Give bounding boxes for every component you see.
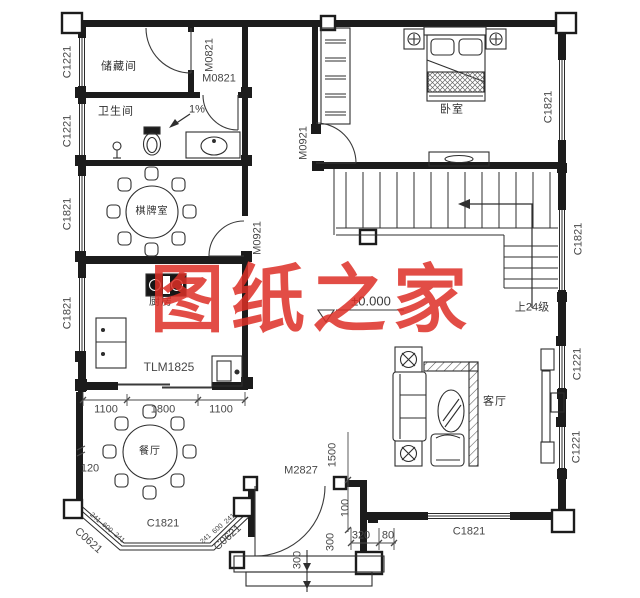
window-bottom-group [428, 512, 510, 520]
stove-icon [145, 273, 187, 297]
slope-arrow-icon [169, 113, 191, 128]
door-entry [254, 485, 326, 557]
bathroom-fixtures [112, 113, 241, 159]
door-chess [208, 220, 245, 257]
door-bathroom [202, 94, 239, 131]
living-room-furniture [392, 346, 565, 467]
toilet-icon [142, 126, 162, 156]
chess-table-icon [106, 166, 197, 257]
rug-icon [437, 389, 465, 433]
level-marker-icon [316, 309, 404, 323]
dimension-lines [76, 392, 398, 550]
fridge-icon [95, 317, 127, 369]
side-table-icon-2 [394, 440, 423, 467]
door-storage [145, 27, 192, 74]
stairs-direction-arrow [458, 199, 533, 308]
armchair-icon [430, 433, 465, 467]
dining-table-icon [102, 404, 197, 500]
screen-wall-right [468, 361, 479, 467]
nightstand-icon-2 [485, 28, 507, 50]
wardrobe-icon [320, 27, 351, 125]
door-bedroom [315, 122, 357, 164]
side-table-icon [394, 346, 423, 373]
floor-drain-icon [112, 141, 122, 159]
door-kitchen-sliding [118, 383, 212, 389]
kitchen-fixtures [95, 273, 243, 387]
tv-cabinet-icon [428, 151, 490, 167]
bed-icon [423, 26, 487, 102]
bay-window [73, 502, 254, 551]
sofa-icon [392, 371, 427, 442]
sink-icon [185, 131, 241, 159]
windows [73, 38, 566, 551]
window-left-group [78, 38, 86, 352]
tv-wall-icon [540, 348, 565, 464]
bedroom-furniture [320, 26, 507, 167]
columns [60, 11, 578, 576]
entry-steps-icon [233, 550, 385, 592]
stairs-icon [333, 169, 558, 308]
window-right-group [558, 60, 566, 468]
water-heater-icon [211, 355, 243, 387]
nightstand-icon [403, 28, 425, 50]
